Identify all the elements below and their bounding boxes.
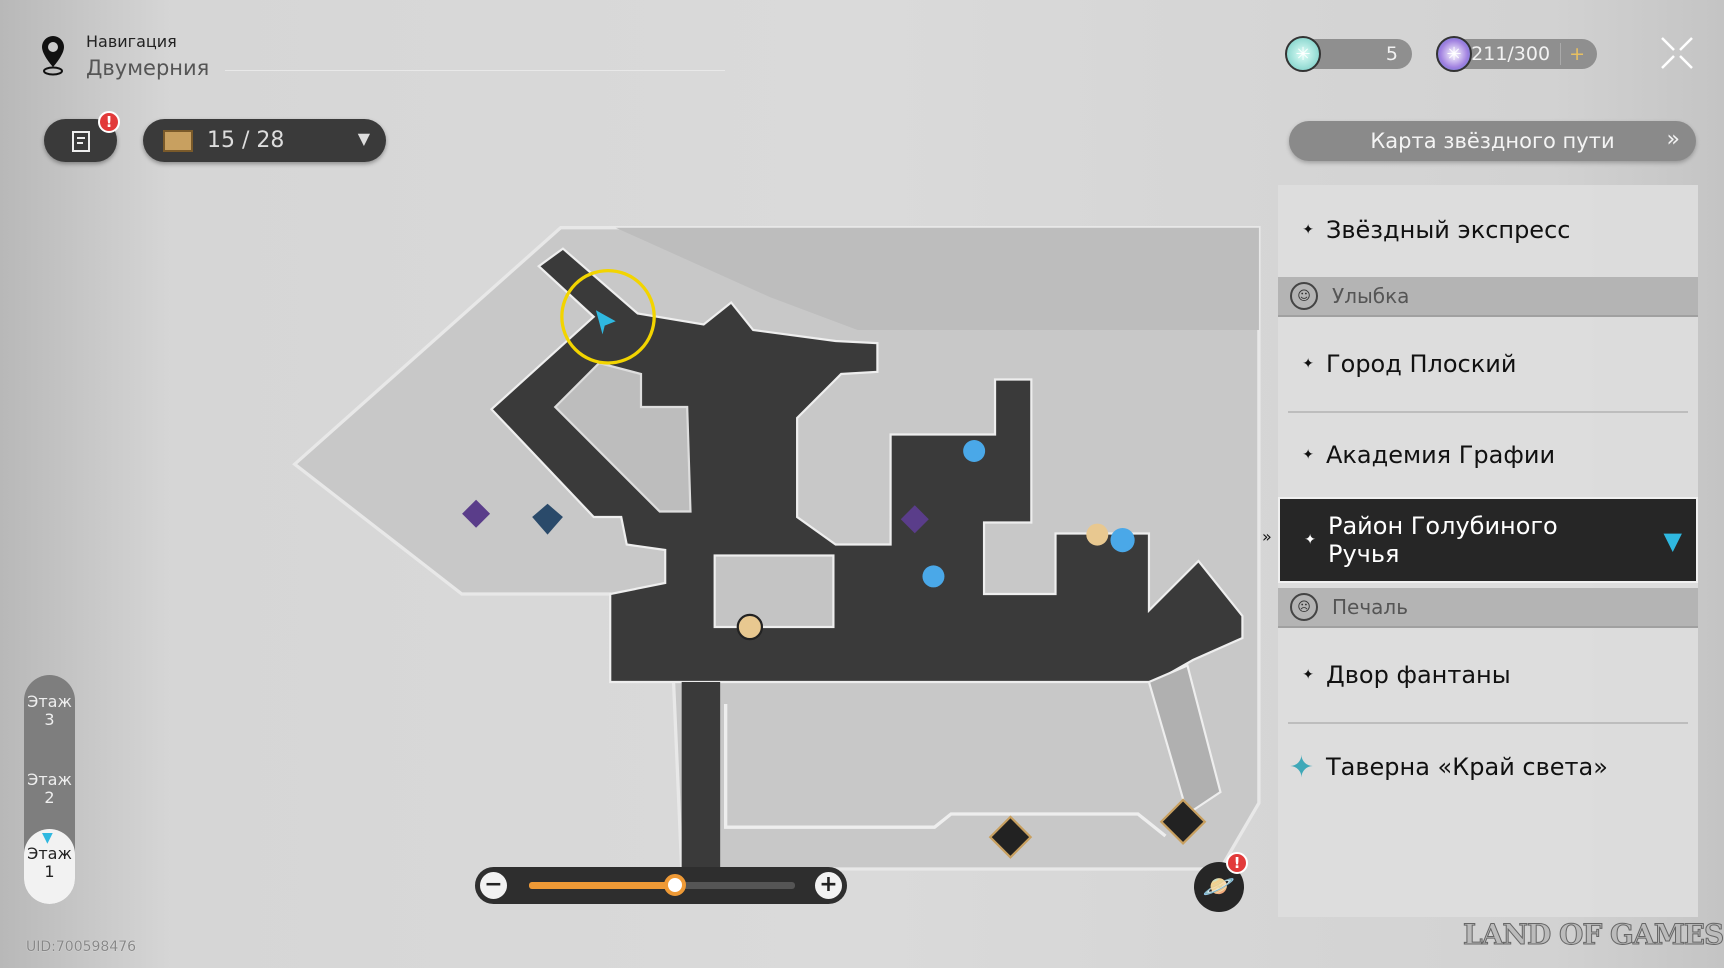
player-focus-ring [560,268,656,365]
notification-badge: ! [98,111,120,133]
npc-icon[interactable] [736,613,764,641]
map-building-top [615,227,1259,330]
current-location-marker-icon: ▼ [1663,527,1682,555]
treasure-count: 15 / 28 [207,128,285,153]
area-item-flat-city[interactable]: ✦Город Плоский [1278,319,1698,409]
star-bullet-icon: ✦ [1302,667,1314,683]
location-pin-icon [42,36,64,76]
shop-icon[interactable] [988,815,1033,859]
puzzle-icon[interactable] [1086,523,1109,546]
add-power-button[interactable]: + [1560,43,1585,65]
current-location: Двумерния [86,56,210,80]
player-arrow-icon [595,310,616,335]
zoom-slider[interactable] [529,874,795,896]
raccoon-npc-icon[interactable] [1159,798,1207,846]
sad-face-icon: ☹ [1290,593,1318,621]
watermark: LAND OF GAMES [1462,918,1724,952]
area-item-fountain-yard[interactable]: ✦Двор фантаны [1278,630,1698,720]
mission-icon[interactable] [1110,528,1135,553]
trailblaze-power-icon: ✳ [1436,36,1472,72]
group-header-sadness: ☹Печаль [1278,588,1698,628]
map-main-floor[interactable] [489,247,1244,684]
special-star-icon: ✦ [1288,749,1314,785]
area-item-tavern-worlds-end[interactable]: ✦Таверна «Край света» [1278,725,1698,809]
star-rail-pass-icon: ✳ [1285,36,1321,72]
star-bullet-icon: ✦ [1304,532,1316,548]
zoom-slider-thumb[interactable] [664,874,687,896]
star-bullet-icon: ✦ [1302,447,1314,463]
area-item-starry-express[interactable]: ✦Звёздный экспресс [1278,185,1698,275]
treasure-chest-icon [163,129,193,152]
chevron-down-icon: ▼ [357,129,370,148]
calyx-icon[interactable] [532,503,563,535]
map-ramp [1147,663,1222,816]
area-item-dove-creek-selected[interactable]: ✦Район Голубиного Ручья▼ [1278,497,1698,583]
currency-trailblaze-power: ✳ 211/300 + [1436,36,1597,72]
star-bullet-icon: ✦ [1302,222,1314,238]
currency-star-rail-pass: ✳ 5 [1285,36,1412,72]
divider [225,70,725,71]
mission-icon[interactable] [922,565,945,588]
zoom-slider-fill [529,882,676,889]
notification-badge: ! [1226,852,1248,874]
zoom-out-button[interactable]: − [480,872,507,899]
star-rail-map-button[interactable]: Карта звёздного пути » [1289,121,1696,161]
user-id: UID:700598476 [26,939,137,955]
map-lower-area [724,704,1167,838]
star-bullet-icon: ✦ [1302,356,1314,372]
map-corridor-south [681,682,721,869]
map-inner-block [553,361,692,513]
world-switch-button[interactable]: 🪐 ! [1194,852,1248,912]
divider [1288,411,1688,413]
divider [1288,722,1688,724]
current-floor-marker-icon: ▼ [42,830,53,846]
close-icon[interactable] [1658,34,1696,72]
double-chevron-right-icon: » [1666,127,1680,152]
clipboard-icon [71,130,90,152]
group-header-smile: ☺Улыбка [1278,277,1698,317]
notes-button[interactable]: ! [44,111,120,162]
selection-pointer-icon: » [1262,527,1272,546]
space-anchor-icon[interactable] [900,505,929,534]
navigation-label: Навигация [86,32,177,51]
planet-icon: 🪐 [1202,872,1236,902]
area-item-graphia-academy[interactable]: ✦Академия Графии [1278,413,1698,497]
area-list-panel: ✦Звёздный экспресс ☺Улыбка ✦Город Плоски… [1262,185,1698,917]
zoom-control: − + [475,867,847,904]
mission-icon[interactable] [963,440,986,462]
map-inner-room [713,554,835,629]
treasure-counter-dropdown[interactable]: 15 / 28 ▼ [143,119,386,162]
smile-face-icon: ☺ [1290,282,1318,310]
zoom-in-button[interactable]: + [815,872,842,899]
